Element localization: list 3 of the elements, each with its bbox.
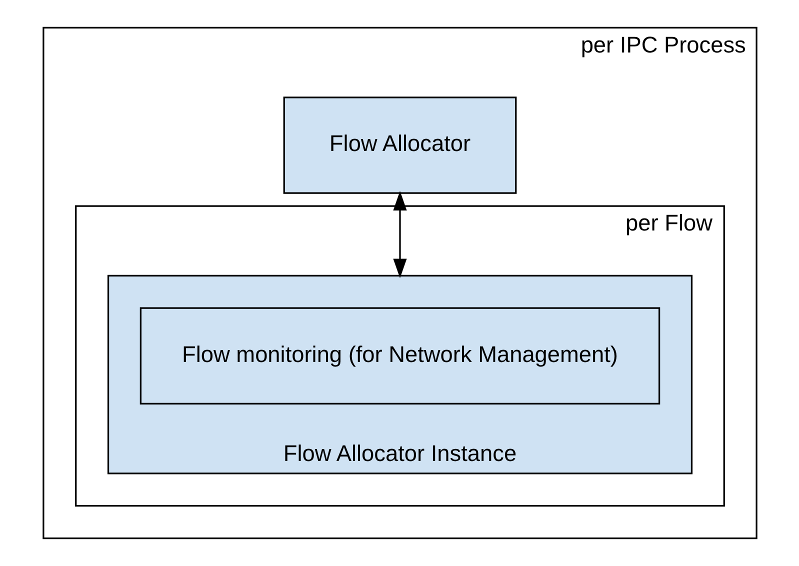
- arrow: [392, 190, 406, 278]
- node-box: Flow Allocator: [282, 96, 516, 194]
- node-box: Flow monitoring (for Network Management): [139, 307, 660, 405]
